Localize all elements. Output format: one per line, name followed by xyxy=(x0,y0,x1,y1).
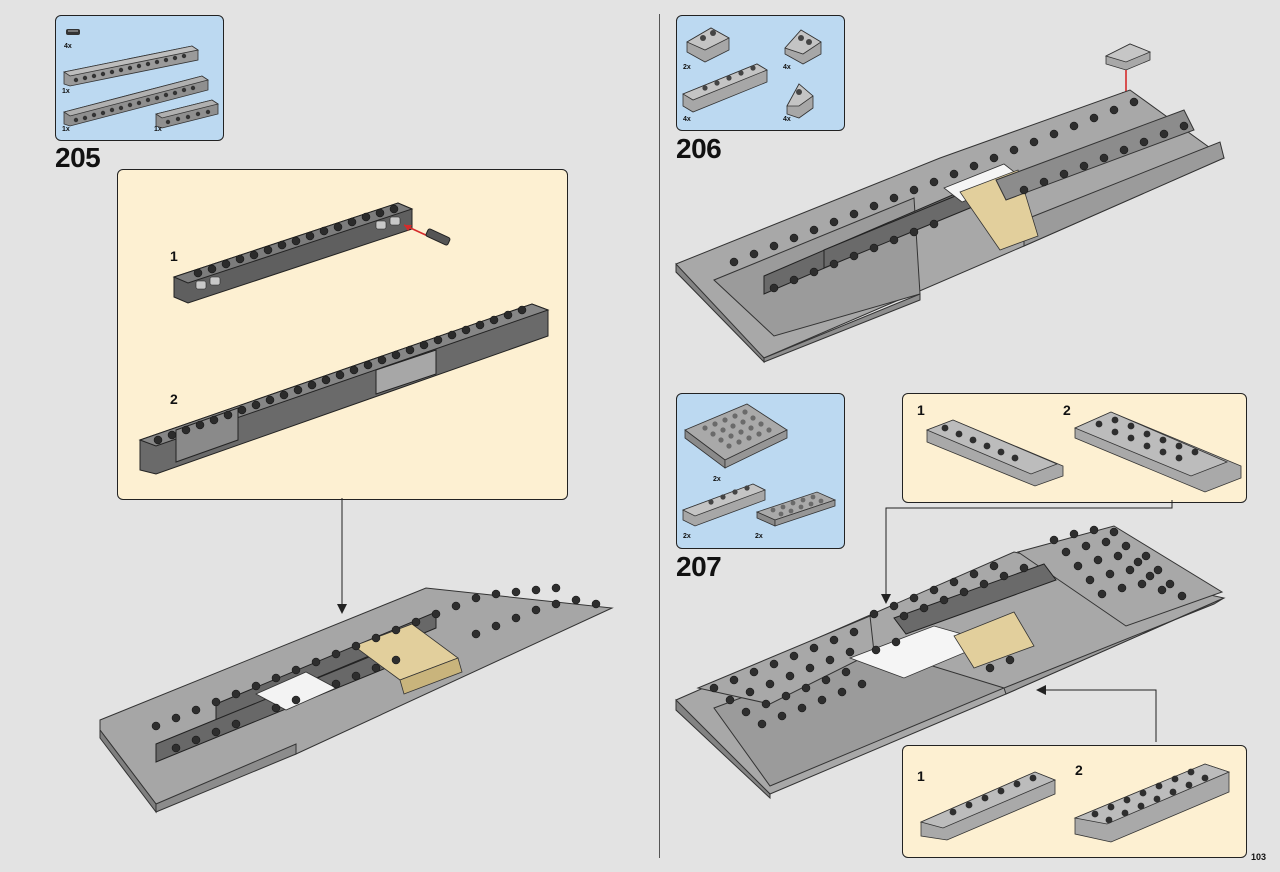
substep-number: 2 xyxy=(1063,402,1071,418)
qty-label: 4x xyxy=(783,116,791,123)
qty-label: 2x xyxy=(713,476,721,483)
substep-number: 2 xyxy=(170,391,178,407)
step-number-207: 207 xyxy=(676,551,722,582)
substep-callout-207-bottom: 1 2 xyxy=(902,745,1247,858)
slope-2x2-inverted-icon xyxy=(784,29,822,65)
technic-brick-1x14-icon xyxy=(62,45,200,87)
step-number-206: 206 xyxy=(676,133,722,164)
substep-number: 1 xyxy=(917,402,925,418)
plate-6x6-icon xyxy=(684,403,788,469)
slope-2x8-icon xyxy=(682,63,768,113)
slope-peak-icon xyxy=(786,83,814,119)
qty-label: 2x xyxy=(683,533,691,540)
step-number-205: 205 xyxy=(55,142,101,173)
parts-box-206: 2x 4x 4x 4x xyxy=(676,15,845,131)
assembly-arrow-207-bottom xyxy=(1036,685,1157,742)
technic-beam-assembly-2 xyxy=(138,303,550,475)
slope-2x2-icon xyxy=(686,27,730,63)
model-assembly-207 xyxy=(675,525,1226,800)
slope-substep-bottom-1 xyxy=(919,771,1057,841)
page-number: 103 xyxy=(1250,852,1266,862)
qty-label: 2x xyxy=(683,64,691,71)
substep-number: 1 xyxy=(917,768,925,784)
axle-pin-icon xyxy=(66,29,80,35)
qty-label: 1x xyxy=(62,126,70,133)
qty-label: 4x xyxy=(64,43,72,50)
technic-beam-assembly-1 xyxy=(172,202,451,304)
substep-callout-205: 1 2 xyxy=(117,169,568,500)
plate-2x6-icon xyxy=(755,491,837,527)
slope-substep-bottom-2 xyxy=(1073,763,1231,843)
substep-callout-207-top: 1 2 xyxy=(902,393,1247,503)
slope-2x6-icon xyxy=(681,483,767,527)
slope-substep-2 xyxy=(1073,411,1242,493)
qty-label: 4x xyxy=(683,116,691,123)
substep-number: 2 xyxy=(1075,762,1083,778)
page-divider xyxy=(659,14,660,858)
qty-label: 4x xyxy=(783,64,791,71)
technic-brick-1x16-icon xyxy=(63,75,209,127)
assembly-arrow-207-top xyxy=(881,500,1173,604)
qty-label: 1x xyxy=(154,126,162,133)
model-assembly-205 xyxy=(99,583,614,814)
parts-box-207: 2x 2x 2x xyxy=(676,393,845,549)
parts-box-205: 4x 1x 1x 1x xyxy=(55,15,224,141)
substep-number: 1 xyxy=(170,248,178,264)
assembly-arrow-205 xyxy=(337,498,347,614)
technic-brick-1x6-icon xyxy=(155,99,219,129)
slope-substep-1 xyxy=(925,419,1064,487)
qty-label: 2x xyxy=(755,533,763,540)
qty-label: 1x xyxy=(62,88,70,95)
model-assembly-206 xyxy=(675,43,1225,364)
